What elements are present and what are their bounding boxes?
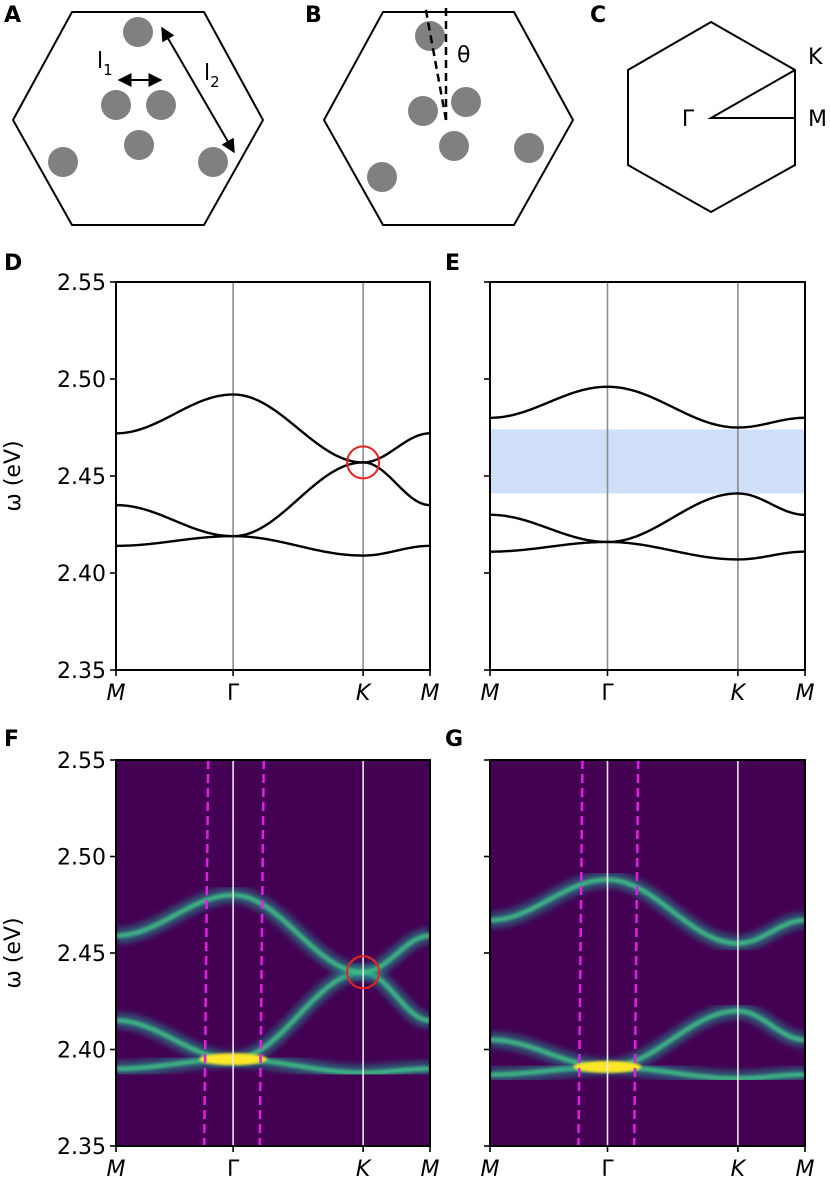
x-tick-label: K	[356, 681, 372, 706]
band-line	[490, 540, 805, 561]
x-tick-label: Γ	[227, 1157, 240, 1182]
spectral-branch	[490, 1008, 805, 1070]
spectrum-heatmap-f: 2.35 2.40 2.45 2.50 2.55M Γ K M	[57, 749, 439, 1182]
y-axis-label-d: ω (eV)	[1, 440, 26, 511]
schematic-b: B θ	[305, 3, 575, 226]
plot-area	[116, 282, 430, 670]
x-tick-label: M	[796, 1157, 815, 1182]
band-line	[116, 393, 430, 464]
cut-line	[202, 760, 210, 1146]
particle	[514, 133, 544, 163]
particle	[146, 90, 176, 120]
hexagon-cell	[11, 11, 265, 226]
y-tick-label: 2.40	[57, 562, 106, 587]
x-tick-label: M	[796, 681, 815, 706]
m-point-label: M	[808, 107, 827, 132]
label-l2: l2	[204, 61, 220, 91]
band-line	[116, 534, 430, 557]
panel-label-b: B	[305, 3, 322, 28]
angle-label: θ	[457, 43, 470, 68]
x-tick-label: K	[356, 1157, 372, 1182]
x-tick-label: M	[107, 1157, 126, 1182]
spectral-branch	[116, 1056, 430, 1076]
band-line	[490, 492, 805, 544]
spectral-branch	[490, 1064, 805, 1081]
band-plot-d: 2.35 2.40 2.45 2.50 2.55M Γ K M	[57, 271, 439, 706]
particle	[124, 130, 154, 160]
x-tick-label: Γ	[601, 1157, 614, 1182]
particle	[123, 17, 153, 47]
degeneracy-marker	[346, 445, 381, 480]
particle	[101, 90, 131, 120]
x-tick-label: K	[731, 681, 747, 706]
band-gap-region	[490, 429, 805, 494]
x-tick-label: M	[421, 1157, 440, 1182]
panel-label-f: F	[4, 727, 19, 752]
y-tick-label: 2.40	[57, 1039, 106, 1064]
x-tick-label: M	[421, 681, 440, 706]
schematic-c: C Γ K M	[590, 3, 827, 214]
degeneracy-marker	[346, 955, 381, 990]
panel-label-d: D	[4, 251, 22, 276]
plot-area	[116, 760, 430, 1146]
plot-area	[490, 282, 805, 670]
y-tick-label: 2.50	[57, 846, 106, 871]
cut-line	[258, 760, 265, 1146]
x-tick-label: Γ	[601, 681, 614, 706]
heatmap-background	[490, 760, 805, 1146]
schematic-a: A l1 l2	[4, 3, 265, 226]
panel-label-e: E	[445, 251, 460, 276]
y-tick-label: 2.35	[57, 1135, 106, 1160]
x-tick-label: M	[107, 681, 126, 706]
particle	[451, 87, 481, 117]
label-l1: l1	[97, 49, 113, 79]
x-tick-label: K	[731, 1157, 747, 1182]
y-tick-label: 2.45	[57, 942, 106, 967]
band-line	[490, 385, 805, 429]
x-tick-label: M	[481, 681, 500, 706]
particle	[198, 147, 228, 177]
cut-line	[632, 760, 640, 1146]
plot-area	[490, 760, 805, 1146]
y-tick-label: 2.55	[57, 749, 106, 774]
x-tick-label: M	[481, 1157, 500, 1182]
particle	[439, 131, 469, 161]
x-tick-label: Γ	[227, 681, 240, 706]
dimension-arrow-l2	[161, 26, 235, 154]
y-tick-label: 2.45	[57, 465, 106, 490]
cut-line	[577, 760, 584, 1146]
particles	[367, 21, 544, 192]
y-tick-label: 2.35	[57, 659, 106, 684]
hexagon-cell	[322, 11, 575, 226]
y-tick-label: 2.55	[57, 271, 106, 296]
particle	[367, 162, 397, 192]
particle	[408, 96, 438, 126]
irreducible-path	[707, 69, 796, 119]
panel-label-a: A	[4, 3, 21, 28]
y-axis-label-f: ω (eV)	[1, 917, 26, 988]
band-line	[116, 461, 430, 538]
axes-frame	[115, 281, 431, 671]
panel-label-c: C	[590, 3, 606, 28]
panel-label-g: G	[445, 727, 463, 752]
particle	[48, 147, 78, 177]
spectral-branch	[490, 877, 805, 946]
k-point-label: K	[808, 45, 823, 70]
heatmap-background	[116, 760, 430, 1146]
gamma-point-label: Γ	[682, 107, 695, 132]
y-tick-label: 2.50	[57, 368, 106, 393]
rotation-line	[423, 4, 448, 121]
